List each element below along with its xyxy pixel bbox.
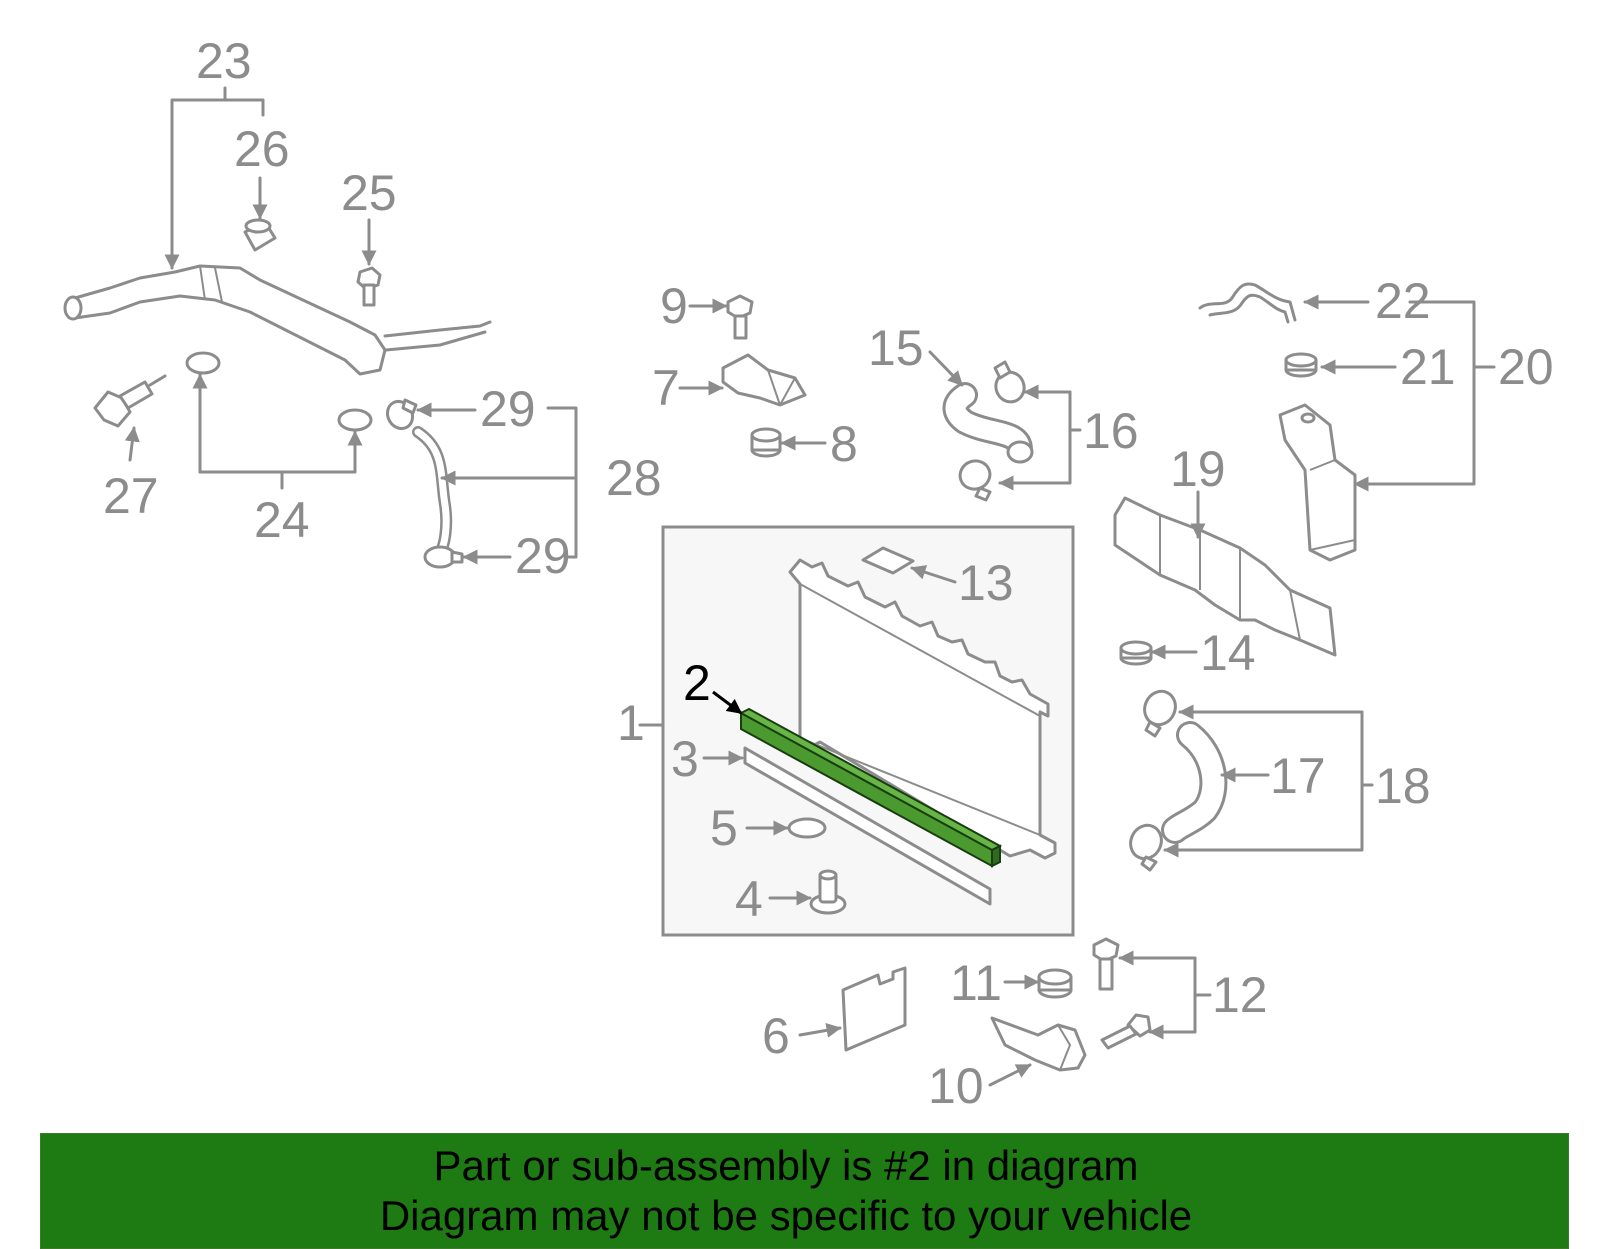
- callout-16: 16: [1083, 403, 1139, 459]
- leader-lines: [124, 86, 1496, 1087]
- part-27-temp-sensor: [93, 374, 167, 428]
- callout-24: 24: [254, 492, 310, 548]
- callout-15: 15: [868, 320, 924, 376]
- part-24-gasket-b: [337, 408, 373, 432]
- part-9-bolt: [726, 294, 754, 340]
- callout-2: 2: [683, 655, 711, 711]
- part-12-bolt-lower: [1100, 1013, 1152, 1050]
- part-4-mount-bushing: [809, 869, 847, 915]
- part-25-bolt: [356, 266, 382, 307]
- callout-3: 3: [671, 731, 699, 787]
- banner-line-1: Part or sub-assembly is #2 in diagram: [433, 1142, 1139, 1189]
- part-5-o-ring: [787, 817, 827, 839]
- parts-diagram: 23 26 25 27 24 29 28 29 9 7 8 15 16 22 2…: [63, 33, 1554, 1114]
- callout-11: 11: [950, 955, 1002, 1011]
- part-3-lower-seal: [743, 746, 992, 906]
- banner-line-2: Diagram may not be specific to your vehi…: [379, 1192, 1193, 1239]
- callout-4: 4: [735, 871, 763, 927]
- part-24-gasket-a: [185, 351, 221, 375]
- part-18-clamp-lower: [1129, 823, 1163, 872]
- callout-29-lower: 29: [515, 528, 571, 584]
- part-20-reservoir-tank: [1278, 403, 1357, 562]
- callout-20: 20: [1498, 339, 1554, 395]
- callout-6: 6: [762, 1008, 790, 1064]
- part-15-upper-hose: [942, 382, 1034, 464]
- callout-13: 13: [958, 555, 1014, 611]
- part-18-clamp-upper: [1143, 689, 1177, 738]
- callout-10: 10: [928, 1058, 984, 1114]
- part-6-plate: [841, 966, 907, 1052]
- part-26-cap: [243, 218, 277, 252]
- part-7-bracket: [721, 353, 807, 407]
- callout-12: 12: [1212, 967, 1268, 1023]
- callout-27: 27: [103, 468, 159, 524]
- part-10-guide: [990, 1016, 1087, 1072]
- callout-17: 17: [1270, 748, 1326, 804]
- callout-14: 14: [1200, 625, 1256, 681]
- callout-25: 25: [341, 165, 397, 221]
- part-23-water-pipe: [63, 264, 492, 376]
- callout-1: 1: [617, 695, 645, 751]
- part-29-clamp-upper: [385, 398, 418, 431]
- part-21-cap: [1284, 352, 1318, 378]
- callout-18: 18: [1375, 758, 1431, 814]
- part-19-air-guide: [1113, 496, 1337, 657]
- callout-labels: 23 26 25 27 24 29 28 29 9 7 8 15 16 22 2…: [103, 33, 1554, 1114]
- radiator-core: [788, 558, 1057, 860]
- callout-19: 19: [1170, 441, 1226, 497]
- callout-21: 21: [1400, 339, 1456, 395]
- part-16-clamp-lower: [958, 459, 992, 502]
- part-14-cushion: [1119, 640, 1153, 666]
- part-12-bolt-upper: [1092, 937, 1120, 991]
- part-11-cushion: [1037, 968, 1073, 999]
- callout-28: 28: [606, 450, 662, 506]
- info-banner: Part or sub-assembly is #2 in diagram Di…: [40, 1133, 1569, 1249]
- part-29-clamp-lower: [423, 545, 464, 569]
- part-2-seal-strip: [738, 707, 1003, 868]
- callout-22: 22: [1375, 273, 1431, 329]
- part-28-hose: [412, 426, 453, 558]
- part-13-label-plate: [861, 546, 915, 575]
- callout-26: 26: [234, 121, 290, 177]
- part-17-lower-hose: [1161, 721, 1228, 844]
- callout-9: 9: [660, 278, 688, 334]
- part-16-clamp-upper: [993, 360, 1026, 404]
- callout-8: 8: [830, 416, 858, 472]
- part-8-cushion: [750, 427, 782, 458]
- part-22-overflow-hose: [1198, 282, 1297, 324]
- callout-23: 23: [196, 33, 252, 89]
- callout-29-upper: 29: [480, 381, 536, 437]
- callout-5: 5: [710, 800, 738, 856]
- callout-7: 7: [652, 360, 680, 416]
